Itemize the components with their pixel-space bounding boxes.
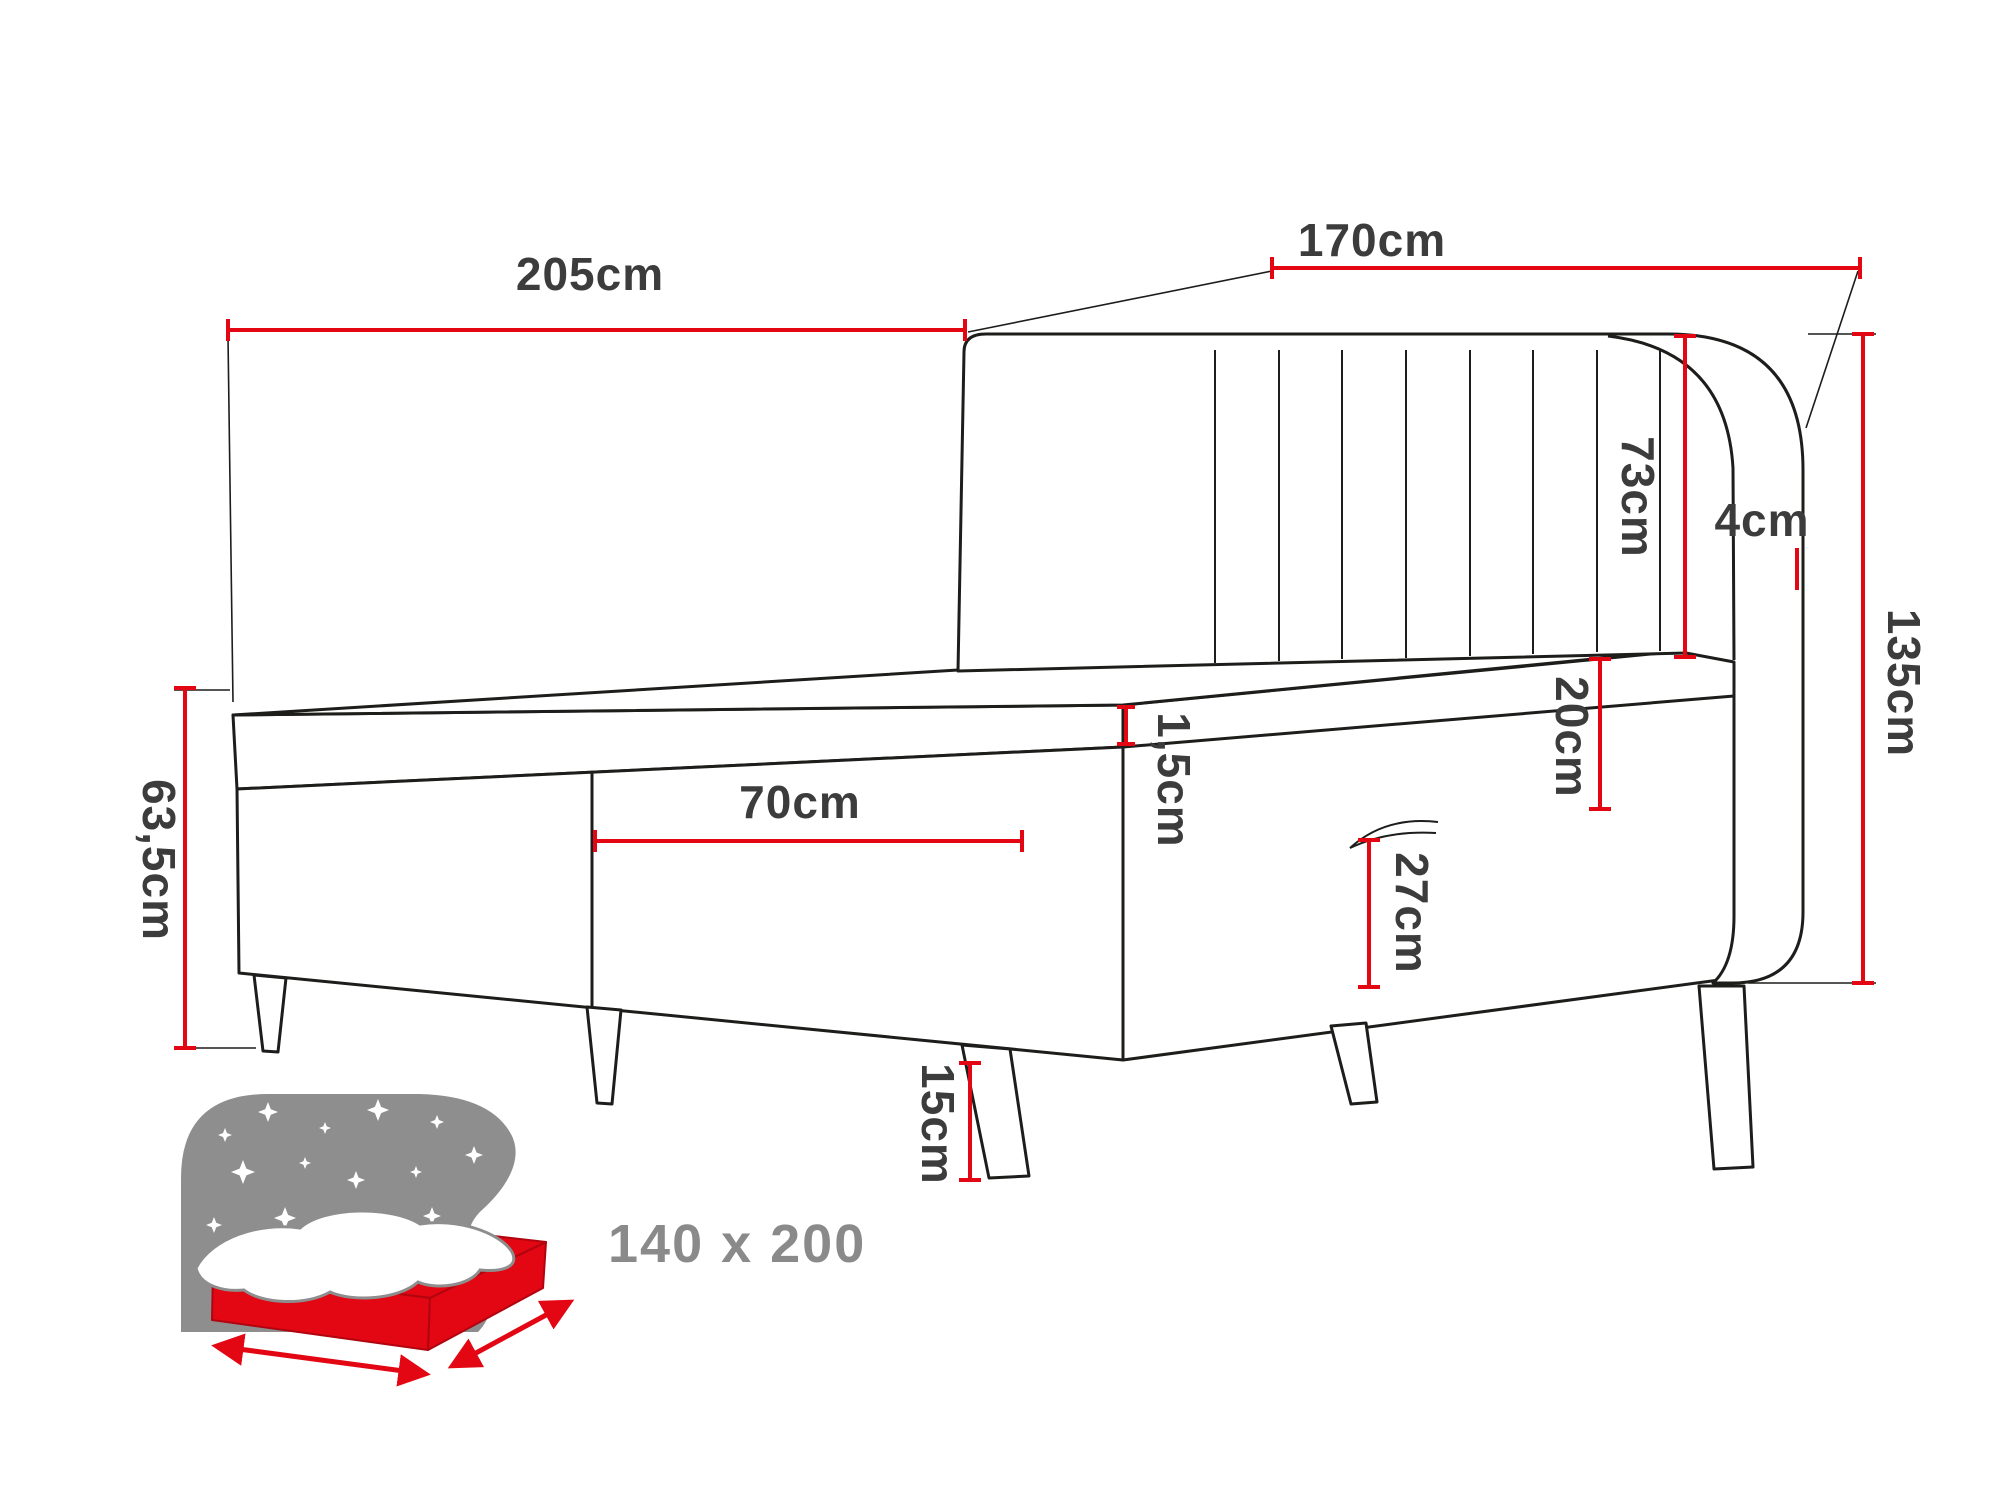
dim-label-headboard-depth: 4cm	[1714, 494, 1809, 546]
bed-drawing	[231, 332, 1805, 1180]
dim-length-205: 205cm	[226, 248, 967, 703]
leader-line	[227, 336, 234, 703]
leader-line	[1805, 270, 1859, 429]
dim-box-height-27: 27cm	[1358, 838, 1438, 989]
dim-label-mattress-height: 20cm	[1546, 676, 1598, 798]
dim-headboard-depth-4: 4cm	[1714, 494, 1809, 590]
front-box-face	[235, 745, 1125, 1062]
dim-mattress-lip-1-5: 1,5cm	[1117, 705, 1200, 848]
dim-base-height-63-5: 63,5cm	[133, 686, 256, 1050]
dim-mattress-height-20: 20cm	[1546, 657, 1611, 811]
dim-label-width: 170cm	[1298, 214, 1446, 266]
size-icon	[181, 1094, 575, 1387]
headboard	[956, 332, 1805, 985]
leader-line	[967, 270, 1273, 333]
dim-leg-height-15: 15cm	[912, 1061, 981, 1185]
headboard-pleats	[1214, 350, 1661, 663]
dim-total-height-135: 135cm	[1748, 332, 1930, 985]
size-label: 140 x 200	[608, 1214, 866, 1274]
length-arrow	[447, 1299, 575, 1369]
dim-label-length: 205cm	[516, 248, 664, 300]
dim-headboard-height-73: 73cm	[1612, 334, 1696, 659]
rear-leg	[1329, 1021, 1379, 1106]
dim-label-box-height: 27cm	[1386, 852, 1438, 974]
headboard-leg	[1697, 984, 1755, 1171]
front-leg-3	[960, 1043, 1031, 1180]
dim-label-base-height: 63,5cm	[133, 779, 185, 941]
front-leg-2	[585, 1005, 623, 1106]
headboard-edge-band-line	[1607, 334, 1736, 661]
dim-label-headboard-height: 73cm	[1612, 436, 1664, 558]
side-seam-line	[1122, 694, 1735, 749]
dim-label-storage-width: 70cm	[739, 776, 861, 828]
dim-label-leg-height: 15cm	[912, 1063, 964, 1185]
dim-storage-width-70: 70cm	[593, 776, 1024, 852]
front-leg-1	[252, 973, 288, 1054]
width-arrow	[211, 1333, 431, 1387]
duvet-shape	[194, 1209, 516, 1303]
dim-label-total-height: 135cm	[1878, 609, 1930, 757]
storage-flap	[1349, 820, 1439, 849]
dim-width-170: 170cm	[967, 214, 1862, 429]
dim-label-mattress-lip: 1,5cm	[1148, 712, 1200, 847]
